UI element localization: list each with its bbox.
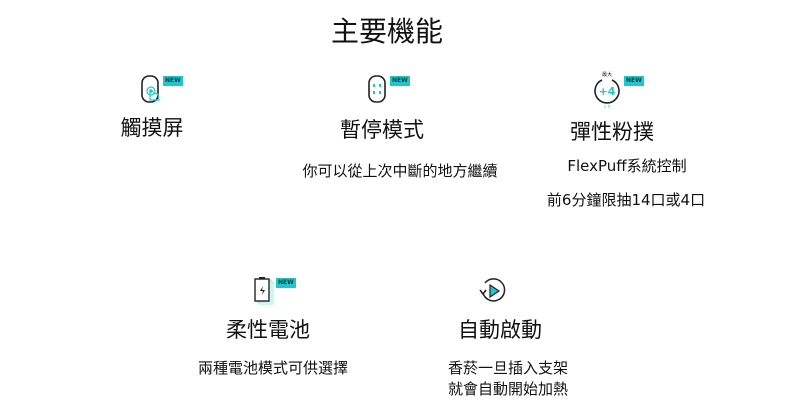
new-badge: NEW: [276, 278, 296, 288]
feature-description: 前6分鐘限抽14口或4口: [546, 191, 706, 209]
feature-description: 你可以從上次中斷的地方繼續: [302, 162, 498, 180]
feature-description: FlexPuff系統控制: [567, 157, 687, 175]
page-title: 主要機能: [330, 15, 444, 48]
auto-start-icon: [479, 278, 506, 302]
feature-description: 兩種電池模式可供選擇: [197, 359, 349, 377]
svg-text:最大: 最大: [602, 71, 612, 78]
touch-screen-icon: [141, 75, 160, 103]
new-badge: NEW: [163, 76, 183, 86]
plus-four-puffs-icon: 最大 +4 くち: [594, 71, 620, 109]
feature-title: 暫停模式: [340, 118, 424, 142]
new-badge: NEW: [624, 76, 644, 86]
feature-title: 柔性電池: [226, 318, 310, 342]
feature-title: 觸摸屏: [120, 116, 184, 140]
feature-description: 香菸一旦插入支架: [447, 359, 569, 377]
feature-description: 就會自動開始加熱: [447, 380, 569, 398]
new-badge: NEW: [390, 76, 410, 86]
svg-text:くち: くち: [603, 103, 611, 109]
battery-icon: [254, 277, 274, 305]
feature-title: 彈性粉撲: [570, 120, 654, 144]
pause-device-icon: [368, 75, 386, 103]
feature-title: 自動啟動: [458, 318, 542, 342]
svg-text:+4: +4: [599, 85, 616, 98]
